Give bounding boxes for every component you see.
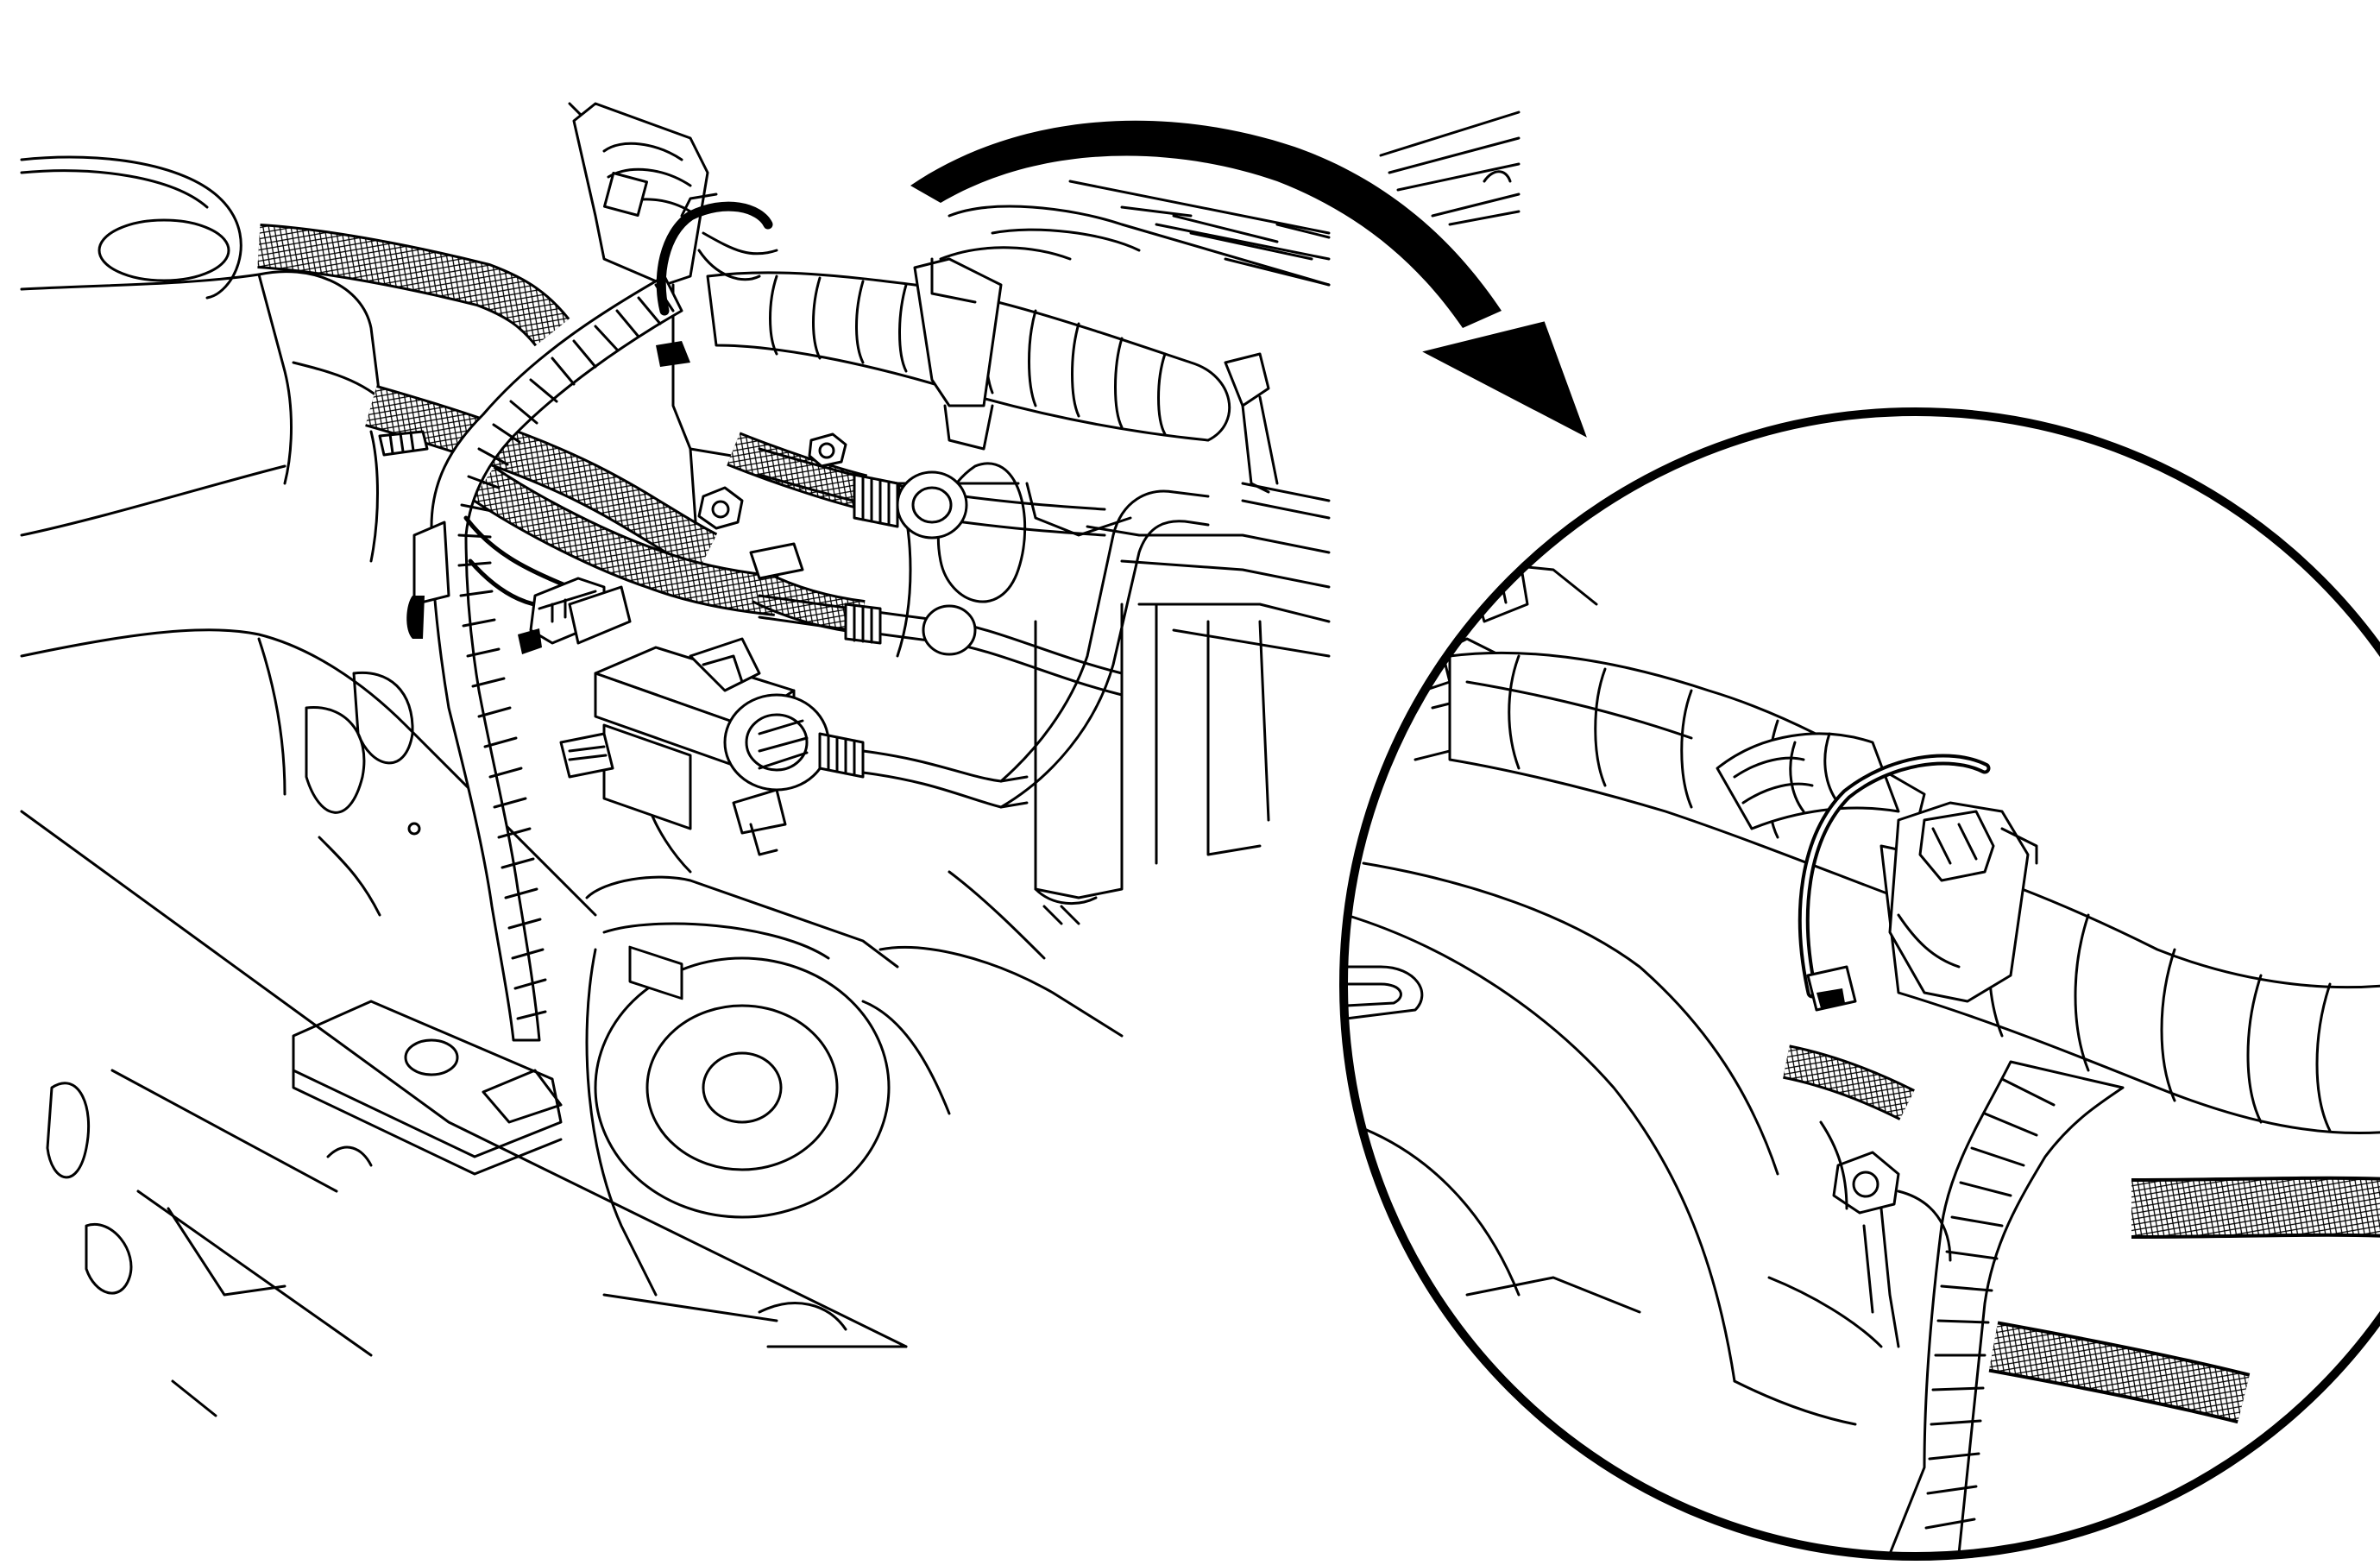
mesh-hose-lower bbox=[471, 466, 779, 616]
mesh-hose-upper bbox=[257, 224, 570, 347]
corrugated-harness-conduit bbox=[406, 275, 683, 1042]
engine-block-outline bbox=[20, 102, 1521, 1417]
rigid-fluid-lines bbox=[697, 432, 1210, 809]
detail-view-magnified-circle bbox=[1339, 407, 2380, 1561]
wire-tie-original-position bbox=[656, 192, 778, 367]
stud-bolt bbox=[378, 430, 429, 457]
rotation-direction-arrow bbox=[910, 120, 1587, 438]
upper-radiator-hose bbox=[572, 102, 709, 287]
main-harness-bundle bbox=[706, 257, 1279, 494]
mesh-hose-middle bbox=[365, 384, 718, 572]
harness-electrical-connector bbox=[518, 577, 632, 654]
valve-sensor-assembly bbox=[559, 637, 865, 1000]
